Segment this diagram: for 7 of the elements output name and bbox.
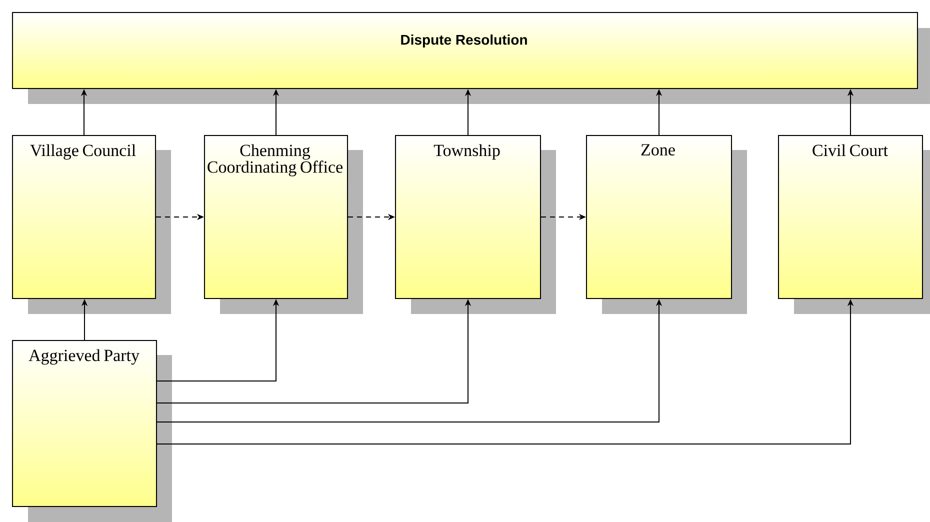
process-box: Zone [586, 135, 747, 314]
process-box: Township [395, 135, 556, 314]
process-box: Village Council [12, 135, 171, 314]
process-box: Aggrieved Party [12, 340, 172, 522]
process-box: Chenming Coordinating Office [204, 135, 363, 314]
process-box: Civil Court [778, 135, 930, 314]
title-box: Dispute Resolution [12, 12, 930, 104]
